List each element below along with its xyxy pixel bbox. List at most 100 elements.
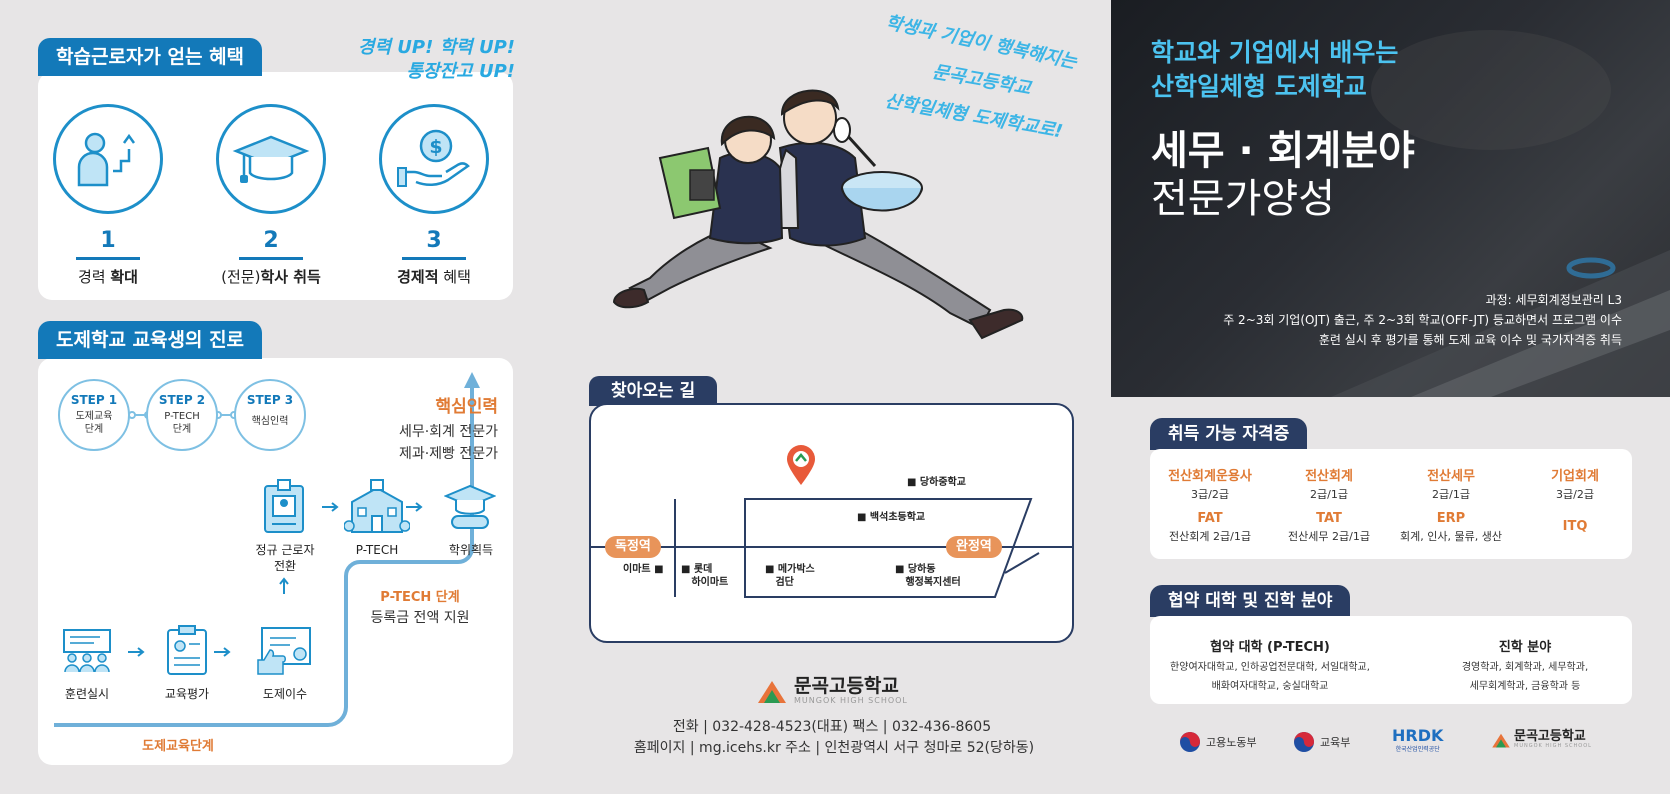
- fields-title: 진학 분야: [1498, 640, 1552, 655]
- partner-title: 협약 대학 (P-TECH): [1210, 640, 1330, 655]
- step-label: STEP 1: [70, 393, 118, 407]
- moel-name: 고용노동부: [1206, 736, 1257, 749]
- logo-school-small: 문곡고등학교 MUNGOK HIGH SCHOOL: [1491, 730, 1592, 749]
- logo-hrdk: HRDK 한국산업인력공단: [1392, 726, 1444, 754]
- career-title: 도제학교 교육생의 진로: [38, 321, 263, 359]
- step-label: STEP 3: [246, 393, 294, 407]
- benefit-3: $ 3 경제적 혜택: [359, 104, 509, 287]
- core-line-1: 세무·회계 전문가: [398, 424, 498, 440]
- university-card: 협약 대학 (P-TECH) 한양여자대학교, 인하공업전문대학, 서일대학교,…: [1150, 616, 1632, 704]
- hero-sub-line-2: 산학일체형 도제학교: [1151, 72, 1367, 101]
- partner-line-2: 배화여자대학교, 숭실대학교: [1211, 681, 1329, 692]
- benefit-label: 경력 확대: [78, 268, 138, 286]
- benefit-label: 경제적 혜택: [397, 268, 471, 286]
- place-dangha-middle: ■ 당하중학교: [907, 477, 966, 488]
- flow-label-evaluation: 교육평가: [164, 687, 210, 701]
- hero-title-2: 전문가양성: [1151, 176, 1335, 222]
- flow-label-completion: 도제이수: [262, 687, 308, 701]
- hero-info-1: 과정: 세무회계정보관리 L3: [1485, 293, 1622, 307]
- hand-line-1: 학생과 기업이 행복해지는: [883, 11, 1079, 73]
- study-fields: 진학 분야 경영학과, 회계학과, 세무학과, 세무회계학과, 금융학과 등: [1430, 636, 1620, 692]
- license-item: ITQ: [1562, 519, 1588, 534]
- station-wanjeong: 완정역: [946, 536, 1002, 558]
- map-roads: [591, 498, 1072, 598]
- benefits-slogan: 경력 UP! 학력 UP! 통장잔고 UP!: [330, 36, 515, 84]
- hero-info: 과정: 세무회계정보관리 L3 주 2~3회 기업(OJT) 출근, 주 2~3…: [1223, 290, 1622, 350]
- school-small-name-en: MUNGOK HIGH SCHOOL: [1514, 743, 1592, 749]
- step-label: STEP 2: [158, 393, 206, 407]
- school-name-en: MUNGOK HIGH SCHOOL: [794, 696, 908, 705]
- clipboard-icon: [164, 624, 210, 680]
- university-title: 협약 대학 및 진학 분야: [1150, 585, 1351, 617]
- flow-label-training: 훈련실시: [64, 687, 110, 701]
- step-desc: 핵심인력: [251, 416, 289, 427]
- ptech-stage: P-TECH 단계 등록금 전액 지원: [368, 586, 472, 627]
- partner-universities: 협약 대학 (P-TECH) 한양여자대학교, 인하공업전문대학, 서일대학교,…: [1150, 636, 1390, 692]
- benefit-number: 3: [426, 228, 442, 253]
- benefit-1: 1 경력 확대: [33, 104, 183, 287]
- ptech-desc: 등록금 전액 지원: [370, 610, 470, 626]
- fields-line-2: 세무회계학과, 금융학과 등: [1469, 681, 1581, 692]
- location-pin-icon: [785, 445, 817, 491]
- hero-panel: 학교와 기업에서 배우는 산학일체형 도제학교 세무 · 회계분야 전문가양성 …: [1111, 0, 1670, 397]
- step-3: STEP 3 핵심인력: [234, 379, 306, 451]
- career-growth-icon: [53, 104, 163, 214]
- school-emblem-icon: [1492, 733, 1510, 747]
- hero-subtitle: 학교와 기업에서 배우는 산학일체형 도제학교: [1151, 36, 1398, 104]
- ptech-title: P-TECH 단계: [380, 590, 460, 605]
- training-icon: [60, 628, 114, 678]
- place-megabox: ■ 메가박스 검단: [765, 564, 815, 588]
- school-emblem-icon: [758, 680, 786, 703]
- benefit-number: 2: [263, 228, 279, 253]
- hrdk-mark: HRDK: [1392, 726, 1444, 745]
- graduation-cap-icon: [216, 104, 326, 214]
- certificate-icon: [256, 626, 314, 680]
- core-title: 핵심인력: [435, 397, 498, 417]
- divider: [239, 257, 303, 260]
- station-dokjeong: 독정역: [605, 536, 661, 558]
- flow-label-ptech: P-TECH: [355, 543, 399, 557]
- place-baekseok: ■ 백석초등학교: [857, 512, 926, 523]
- stage-label: 도제교육단계: [142, 739, 214, 754]
- core-line-2: 제과·제빵 전문가: [398, 446, 498, 462]
- diploma-cap-icon: [443, 482, 497, 538]
- benefit-number: 1: [100, 228, 116, 253]
- career-flow-lines: [54, 372, 480, 727]
- benefit-label: (전문)학사 취득: [221, 268, 321, 286]
- map-title: 찾아오는 길: [589, 376, 718, 406]
- hrdk-name: 한국산업인력공단: [1395, 746, 1440, 753]
- licenses-title: 취득 가능 자격증: [1150, 418, 1308, 450]
- school-building-icon: [343, 478, 411, 540]
- contact-line: 전화 | 032-428-4523(대표) 팩스 | 032-436-8605: [672, 719, 992, 735]
- logo-moel: 고용노동부: [1179, 731, 1257, 753]
- taegeuk-icon: [1180, 732, 1200, 752]
- core-personnel: 핵심인력 세무·회계 전문가 제과·제빵 전문가: [360, 392, 498, 463]
- divider: [402, 257, 466, 260]
- flow-label-degree: 학위획득: [448, 543, 494, 557]
- logo-moe: 교육부: [1293, 731, 1350, 753]
- money-hand-icon: $: [379, 104, 489, 214]
- id-card-icon: [262, 478, 306, 540]
- partner-line-1: 한양여자대학교, 인하공업전문대학, 서일대학교,: [1170, 662, 1370, 673]
- slogan-line-2: 통장잔고 UP!: [406, 61, 515, 82]
- slogan-line-1: 경력 UP! 학력 UP!: [357, 37, 515, 58]
- place-lotte: ■ 롯데 하이마트: [681, 564, 729, 588]
- hero-info-2: 주 2~3회 기업(OJT) 출근, 주 2~3회 학교(OFF-JT) 등교하…: [1223, 313, 1622, 327]
- students-illustration: [612, 89, 1024, 340]
- web-line: 홈페이지 | mg.icehs.kr 주소 | 인천광역시 서구 청마로 52(…: [633, 740, 1035, 756]
- hero-sub-line-1: 학교와 기업에서 배우는: [1151, 38, 1399, 67]
- benefit-2: 2 (전문)학사 취득: [196, 104, 346, 287]
- hero-background: [1331, 30, 1670, 397]
